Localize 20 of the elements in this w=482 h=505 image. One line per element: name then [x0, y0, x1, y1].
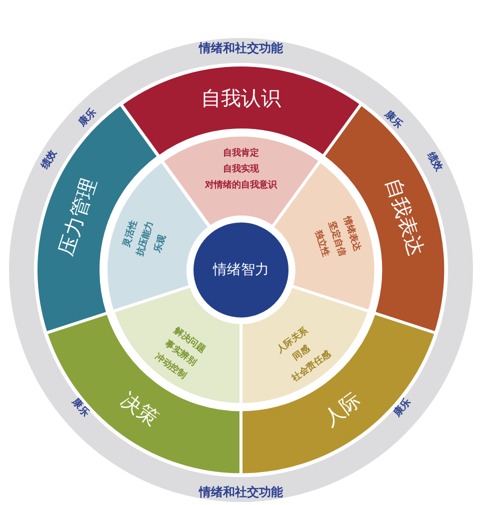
ring-label: 绩效: [40, 148, 60, 172]
trait-label: 自我肯定: [222, 150, 259, 158]
ring-label: 情绪和社交功能: [199, 42, 283, 54]
trait-label: 自我实现: [222, 166, 259, 174]
center-title: 情绪智力: [213, 263, 269, 277]
trait-label: 独立性: [312, 230, 330, 258]
segment-title: 压力管理: [56, 176, 100, 258]
ring-label: 情绪和社交功能: [199, 486, 283, 498]
segment-title: 自我认识: [200, 88, 281, 108]
ring-label: 康乐: [382, 109, 404, 131]
segment-title: 决策: [118, 389, 162, 429]
trait-label: 乐观: [154, 234, 168, 254]
ring-label: 康乐: [77, 107, 99, 129]
segment-title: 自我表达: [382, 176, 426, 258]
trait-label: 对情绪的自我意识: [204, 182, 277, 190]
ring-label: 康乐: [392, 397, 414, 419]
segment-title: 人际: [320, 389, 364, 429]
ring-label: 康乐: [70, 397, 90, 419]
trait-label: 灵活性: [122, 220, 140, 248]
ring-label: 绩效: [424, 150, 444, 174]
